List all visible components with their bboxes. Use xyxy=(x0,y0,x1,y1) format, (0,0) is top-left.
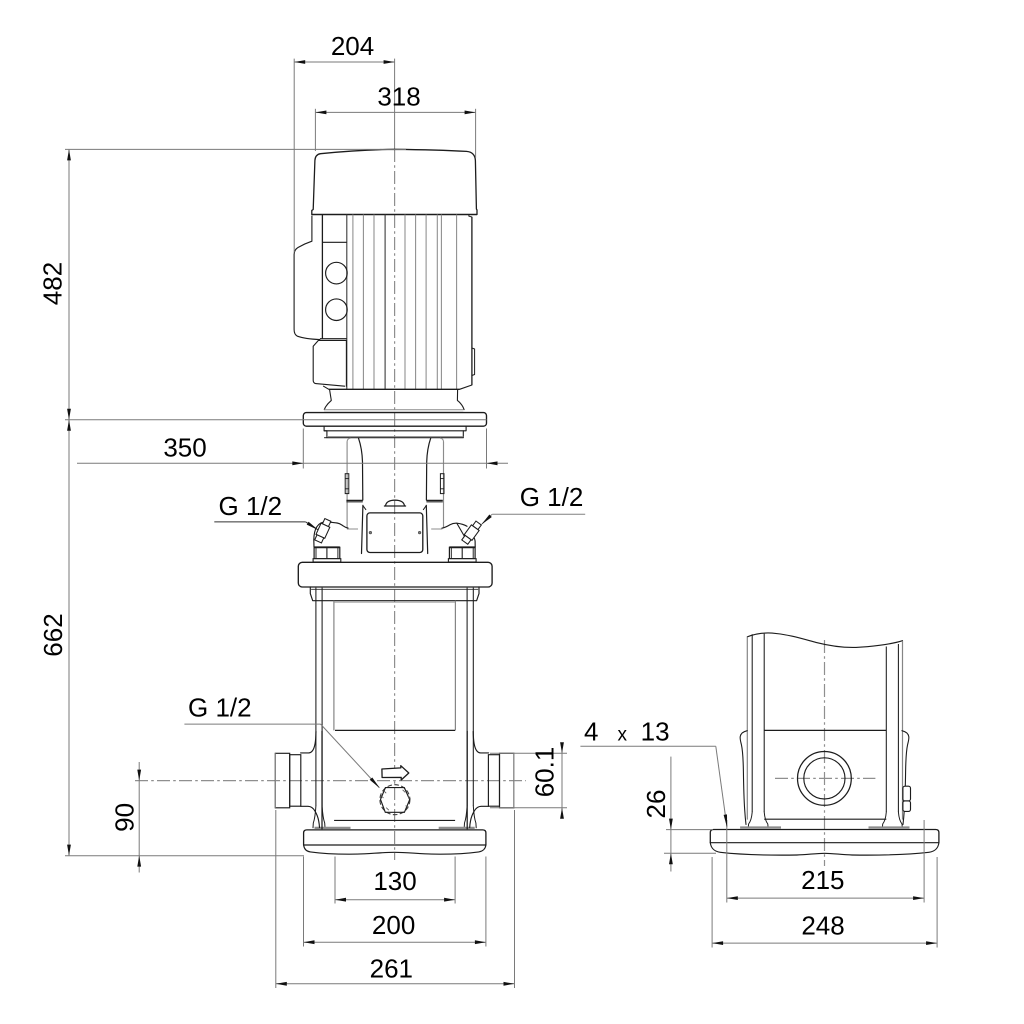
svg-text:G 1/2: G 1/2 xyxy=(219,491,283,521)
svg-text:G 1/2: G 1/2 xyxy=(520,482,584,512)
svg-text:482: 482 xyxy=(38,262,68,305)
svg-text:4: 4 xyxy=(584,717,598,747)
svg-text:662: 662 xyxy=(38,613,68,656)
svg-text:318: 318 xyxy=(377,81,420,111)
svg-text:130: 130 xyxy=(373,866,416,896)
svg-text:261: 261 xyxy=(370,954,413,984)
svg-text:215: 215 xyxy=(801,865,844,895)
svg-text:G 1/2: G 1/2 xyxy=(188,693,252,723)
svg-text:248: 248 xyxy=(801,911,844,941)
svg-text:x: x xyxy=(618,725,628,746)
svg-text:204: 204 xyxy=(331,31,374,61)
svg-text:60.1: 60.1 xyxy=(530,747,560,798)
svg-text:26: 26 xyxy=(641,790,671,819)
svg-text:200: 200 xyxy=(372,910,415,940)
svg-text:350: 350 xyxy=(163,433,206,463)
svg-text:90: 90 xyxy=(109,803,139,832)
svg-text:13: 13 xyxy=(641,717,670,747)
